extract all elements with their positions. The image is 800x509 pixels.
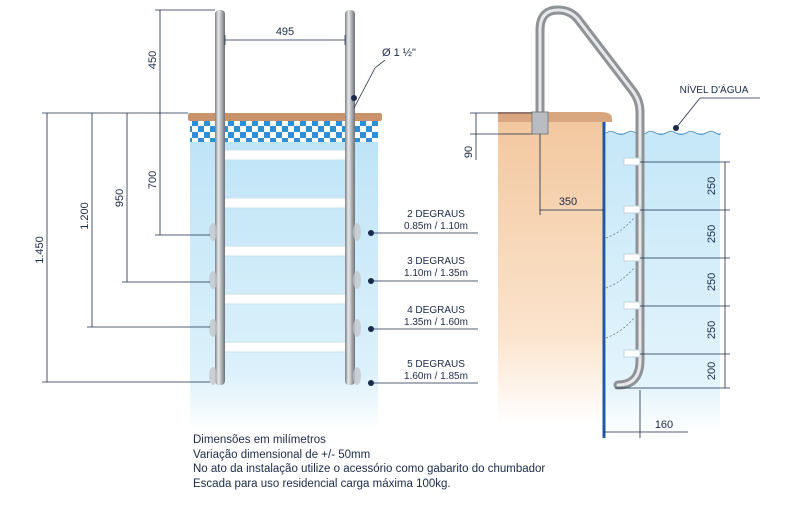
dim-700: 700: [147, 171, 159, 189]
anchor-bump: [353, 319, 361, 337]
ladder-step: [223, 197, 347, 209]
dim-step-spacing: 250: [706, 225, 718, 243]
side-step: [623, 205, 641, 214]
config-pointer: [368, 326, 374, 332]
side-step: [623, 253, 641, 262]
config-title: 4 DEGRAUS: [407, 305, 465, 316]
anchor-bump: [209, 319, 217, 337]
dim-160: 160: [655, 419, 673, 431]
config-range: 0.85m / 1.10m: [404, 221, 468, 232]
ladder-pipe-left: [215, 10, 225, 385]
anchor-bump: [353, 223, 361, 241]
dim-pipe-diameter: Ø 1 ½": [382, 47, 416, 59]
config-pointer: [368, 278, 374, 284]
pool-tiles: [190, 120, 378, 142]
config-range: 1.35m / 1.60m: [404, 317, 468, 328]
side-step: [623, 349, 641, 358]
note-line: Variação dimensional de +/- 50mm: [193, 448, 371, 461]
dim-950: 950: [114, 189, 126, 207]
front-view: 495 450 Ø 1 ½" 700 950 1.200 1.450 2 DEG…: [34, 9, 478, 431]
note-line: No ato da instalação utilize o acessório…: [193, 463, 546, 475]
ladder-step: [223, 293, 347, 305]
ground-section: [498, 115, 605, 425]
side-step: [623, 301, 641, 310]
ladder-step: [223, 245, 347, 257]
anchor-bump: [209, 367, 217, 385]
anchor-bump: [353, 271, 361, 289]
config-range: 1.10m / 1.35m: [404, 268, 468, 279]
ladder-step: [223, 341, 347, 353]
anchor-bump: [209, 271, 217, 289]
config-pointer: [368, 380, 374, 386]
anchor-bump: [353, 367, 361, 385]
dim-350: 350: [559, 196, 577, 208]
water-level-label: NÍVEL D'ÁGUA: [680, 83, 749, 96]
dim-step-spacing: 250: [706, 177, 718, 195]
config-title: 5 DEGRAUS: [407, 359, 465, 370]
side-deck: [498, 112, 612, 122]
ladder-step: [223, 149, 347, 161]
config-title: 2 DEGRAUS: [407, 209, 465, 220]
config-title: 3 DEGRAUS: [407, 256, 465, 267]
notes: Dimensões em milímetros Variação dimensi…: [193, 433, 545, 491]
pool-deck: [188, 113, 382, 121]
ladder-pipe-right: [345, 10, 355, 385]
water-surface: [605, 131, 721, 135]
dim-1200: 1.200: [79, 202, 91, 230]
dim-step-spacing: 250: [706, 321, 718, 339]
dim-90: 90: [463, 146, 475, 158]
dim-above-deck: 450: [147, 51, 159, 69]
config-pointer: [368, 230, 374, 236]
anchor-flange: [531, 111, 549, 135]
side-step: [623, 157, 641, 166]
dim-1450: 1.450: [34, 236, 46, 264]
dim-step-spacing: 200: [706, 362, 718, 380]
dim-width: 495: [276, 26, 294, 38]
water-level-pointer: [673, 125, 679, 131]
note-line: Dimensões em milímetros: [193, 434, 326, 446]
config-range: 1.60m / 1.85m: [404, 371, 468, 382]
side-view: NÍVEL D'ÁGUA 90 350 160 250 250 250 250 …: [463, 5, 760, 438]
note-line: Escada para uso residencial carga máxima…: [193, 477, 451, 490]
pipe-pointer: [351, 95, 357, 101]
anchor-bump: [209, 223, 217, 241]
dim-step-spacing: 250: [706, 273, 718, 291]
